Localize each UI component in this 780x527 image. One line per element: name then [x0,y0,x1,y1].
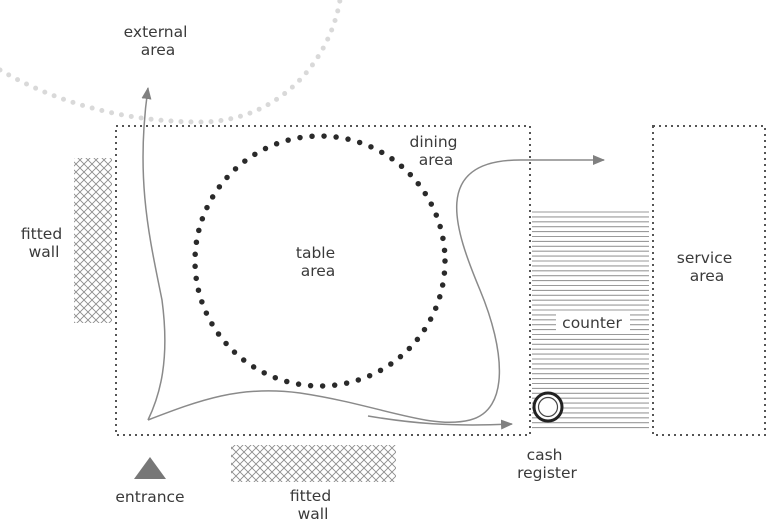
table-area-boundary [192,133,448,389]
cash-register-label: cash register [517,446,577,482]
external-area-label: external area [124,23,193,59]
fitted-wall-left-label: fitted wall [21,225,67,261]
path-to-external-area [141,87,166,421]
entrance-marker-icon [134,457,166,479]
fitted-wall-bottom [231,445,396,482]
dining-area-boundary [115,125,531,436]
fitted-wall-bottom-label: fitted wall [290,487,336,523]
dining-area-label: dining area [410,133,463,169]
path-to-service-area [147,155,605,424]
external-area-boundary [0,0,343,125]
fitted-wall-left [74,158,112,323]
table-area-label: table area [296,244,340,280]
counter-label: counter [562,314,622,332]
service-area-label: service area [677,249,737,285]
cash-register-icon [532,391,564,423]
path-to-cash-register [367,415,513,430]
service-area-boundary [652,125,766,436]
entrance-label: entrance [115,488,184,506]
counter-label-backdrop [556,313,630,333]
